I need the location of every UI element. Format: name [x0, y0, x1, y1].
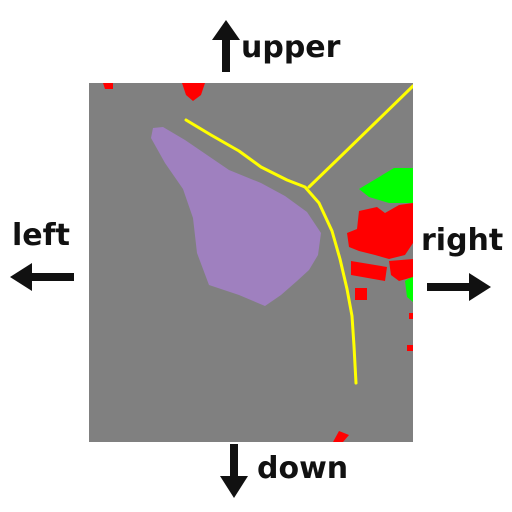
vegetation-patch-upper — [359, 168, 413, 203]
building-block-2 — [389, 259, 413, 281]
building-top-left — [103, 83, 113, 89]
label-right: right — [421, 223, 504, 258]
vegetation-patch-lower — [405, 276, 413, 302]
label-upper: upper — [241, 30, 341, 65]
down-arrow-icon — [220, 444, 248, 498]
building-cluster-main — [347, 203, 413, 259]
water-body-region — [151, 127, 321, 306]
label-down: down — [257, 451, 349, 486]
building-block-1 — [351, 261, 387, 281]
building-bottom — [333, 431, 349, 442]
building-right-edge — [409, 313, 413, 319]
building-top-1 — [182, 83, 205, 101]
label-left: left — [12, 218, 71, 253]
building-right-edge-2 — [407, 345, 413, 351]
road-branch — [307, 84, 413, 189]
building-small-1 — [355, 288, 367, 300]
left-arrow-icon — [10, 263, 74, 291]
segmentation-map — [89, 83, 413, 442]
up-arrow-icon — [212, 20, 240, 72]
right-arrow-icon — [427, 273, 491, 301]
road-main — [184, 118, 358, 385]
